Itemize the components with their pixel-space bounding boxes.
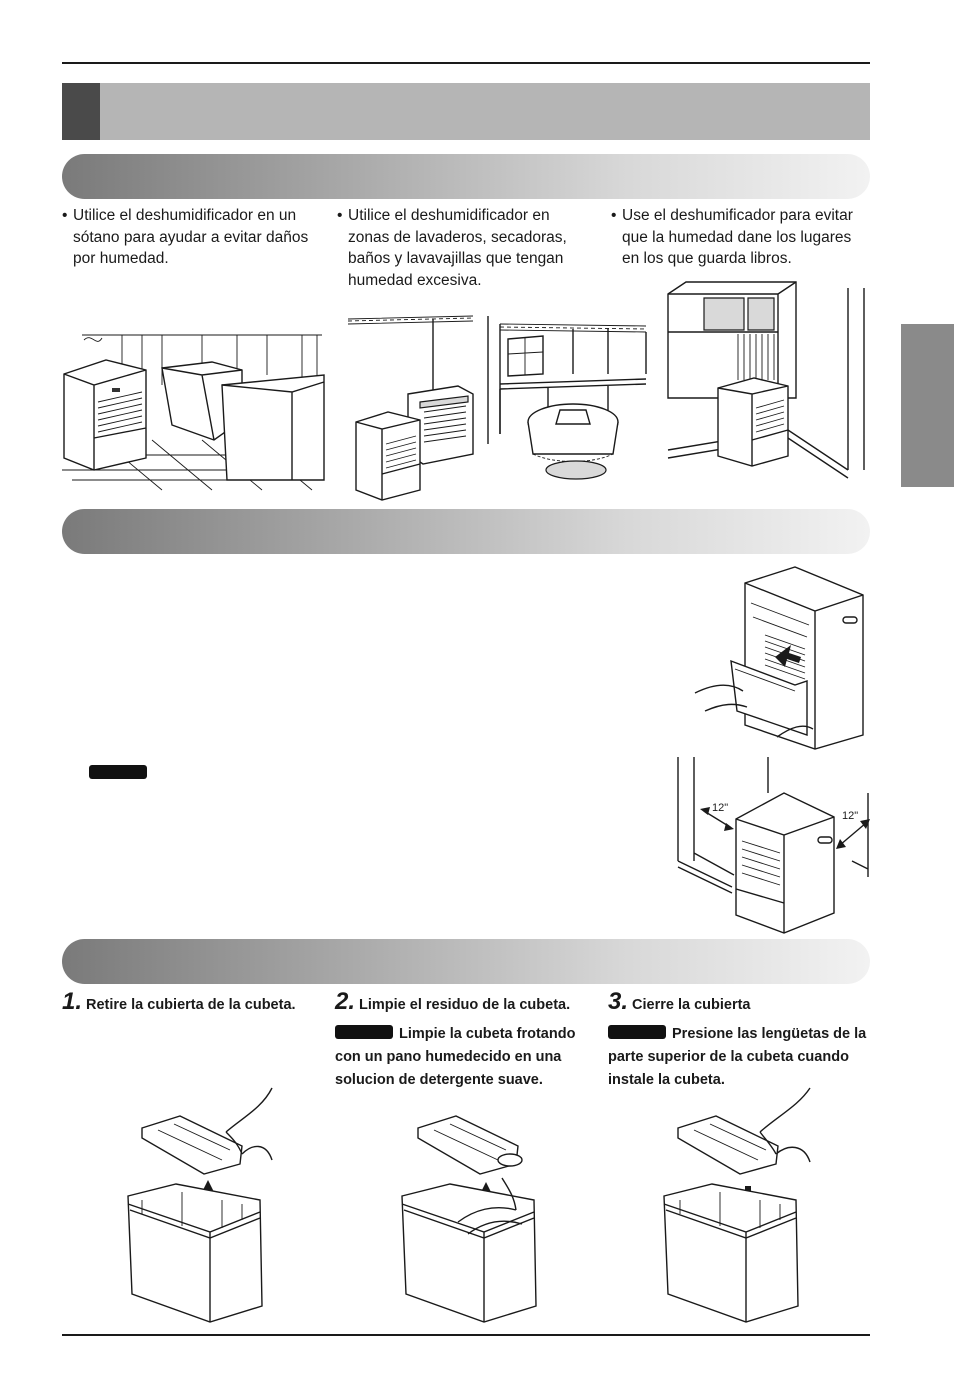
step-2-note: Limpie la cubeta frotando con un pano hu…: [335, 1023, 595, 1092]
bullet: •: [611, 207, 617, 224]
step-1: 1.Retire la cubierta de la cubeta.: [62, 990, 296, 1017]
bookshelf-illustration: [667, 281, 865, 479]
step-3-note: Presione las lengüetas de la parte super…: [608, 1023, 870, 1092]
section-title-bar: [62, 83, 870, 140]
use-item-laundry: • Utilice el deshumidificador en zonas d…: [337, 205, 587, 291]
section-header-uses: [62, 154, 870, 199]
clearance-illustration: 12" 12": [677, 757, 870, 934]
use-text-basement: Utilice el deshumidificador en un sótano…: [73, 207, 309, 267]
language-side-tab: [901, 324, 954, 487]
step-1-number: 1.: [62, 988, 83, 1015]
basement-illustration: [62, 334, 325, 491]
title-bar-marker: [62, 83, 100, 140]
step-2-label: Limpie el residuo de la cubeta.: [359, 997, 571, 1013]
use-text-laundry: Utilice el deshumidificador en zonas de …: [348, 207, 567, 289]
clearance-left-label: 12": [712, 802, 728, 814]
step-3-number: 3.: [608, 988, 629, 1015]
bottom-rule: [62, 1334, 870, 1336]
step-3-note-text: Presione las lengüetas de la parte super…: [608, 1026, 867, 1088]
step-2-number: 2.: [335, 988, 356, 1015]
step-3: 3.Cierre la cubierta: [608, 990, 751, 1017]
step-1-illustration: [127, 1087, 273, 1323]
note-badge: [335, 1025, 393, 1039]
section-header-installation: [62, 509, 870, 554]
note-badge: [608, 1025, 666, 1039]
step-2-illustration: [401, 1115, 537, 1323]
bullet: •: [337, 207, 343, 224]
step-2: 2.Limpie el residuo de la cubeta.: [335, 990, 570, 1017]
use-text-books: Use el deshumificador para evitar que la…: [622, 207, 853, 267]
bullet: •: [62, 207, 68, 224]
warning-badge: [89, 765, 147, 779]
step-3-label: Cierre la cubierta: [632, 997, 751, 1013]
step-1-label: Retire la cubierta de la cubeta.: [86, 997, 296, 1013]
use-item-books: • Use el deshumificador para evitar que …: [611, 205, 871, 270]
step-2-note-text: Limpie la cubeta frotando con un pano hu…: [335, 1026, 576, 1088]
section-header-cleaning: [62, 939, 870, 984]
step-3-illustration: [663, 1087, 811, 1323]
bucket-insert-illustration: [694, 566, 864, 750]
laundry-illustration: [347, 315, 647, 501]
clearance-right-label: 12": [842, 810, 858, 822]
top-rule: [62, 62, 870, 64]
use-item-basement: • Utilice el deshumidificador en un sóta…: [62, 205, 322, 270]
